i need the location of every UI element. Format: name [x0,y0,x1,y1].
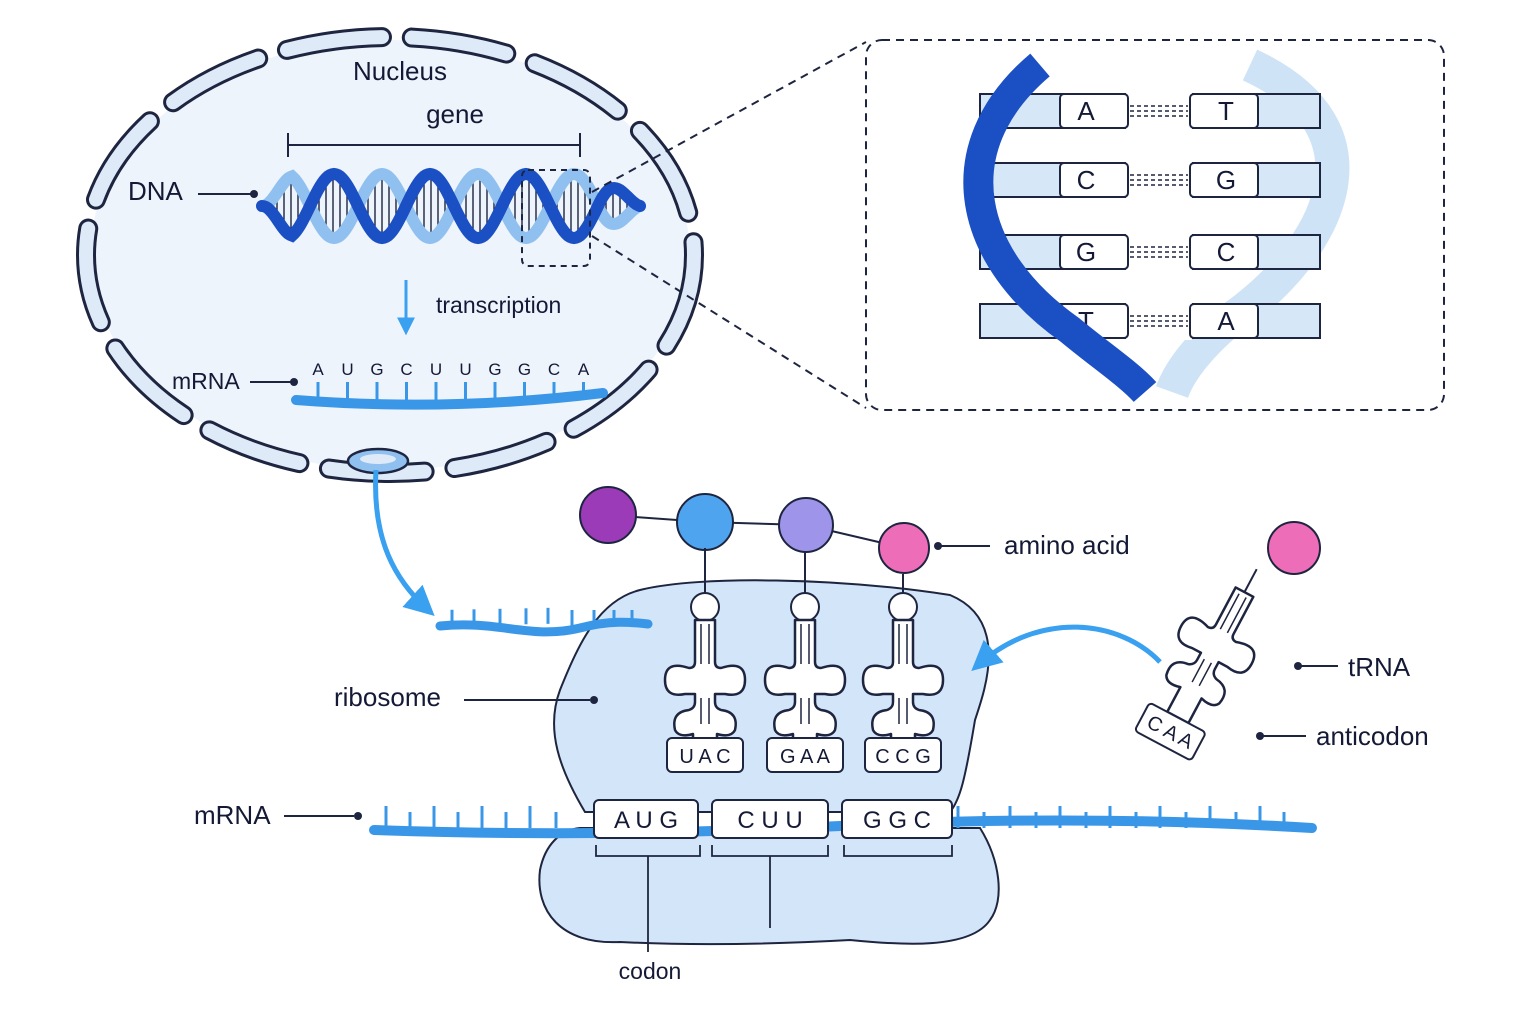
transcription-label: transcription [436,292,561,318]
ribosome-leader-line [464,696,598,704]
codon-text: C U U [737,807,802,834]
codon-label: codon [619,958,682,984]
base-letter-right: C [1217,237,1236,267]
amino-acid [778,497,834,553]
nucleus-label: Nucleus [353,56,447,86]
dna-leader-line [198,190,258,198]
mrna-label-bottom: mRNA [194,800,271,830]
codon-box [841,799,953,839]
codon-box [711,799,829,839]
export-arrow [373,469,435,617]
amino-acid [676,493,734,551]
ribosome-small-subunit [538,827,1000,946]
mrna-base-letter: A [578,360,590,379]
mrna-base-letter: G [518,360,531,379]
codon-text: A U G [614,807,678,834]
trna: U A C [663,548,747,773]
amino-acid [579,486,637,544]
ribosome-label: ribosome [334,682,441,712]
mrna-label-top: mRNA [172,368,240,394]
gene-label: gene [426,99,484,129]
mrna-base-letter: A [312,360,324,379]
anticodon-box [666,737,744,773]
mrna-base-letter: G [488,360,501,379]
base-box-right [1189,303,1259,339]
mrna-base-letter: U [341,360,353,379]
base-box-right [1189,234,1259,270]
codon-brackets [595,845,953,952]
trna: C C G [861,574,945,773]
trna-incoming-arrow [971,624,1162,671]
ribosome-large-subunit [553,579,990,813]
amino-acid [878,522,930,574]
base-box-right [1189,162,1259,198]
gene-bracket [287,133,581,157]
incoming-trna: C A A [1134,568,1282,761]
base-box-left [1059,162,1129,198]
mrna-base-letter: U [430,360,442,379]
anticodon-box [864,737,942,773]
zoom-selection-box [521,169,591,267]
base-letter-left: G [1076,237,1096,267]
mrna-leader-line-top [250,378,298,386]
mrna-strand-bottom [369,806,1317,839]
anticodon-text: C C G [875,746,931,768]
anticodon-label: anticodon [1316,721,1429,751]
base-box-left [1059,234,1129,270]
base-letter-right: G [1216,165,1236,195]
mrna-base-letter: U [459,360,471,379]
nucleus-interior [90,40,690,470]
trna: G A A [763,551,847,773]
nucleus: Nucleus gene DNA transcription mRNA [76,27,704,483]
anticodon-text: U A C [679,746,730,768]
amino-acid-leader-line [934,542,990,550]
mrna-base-letter: C [548,360,560,379]
base-box-left [1059,93,1129,129]
codon-box [593,799,699,839]
mrna-base-letter: G [370,360,383,379]
base-box-right [1189,93,1259,129]
mrna-leader-line-bottom [284,812,362,820]
base-letter-left: C [1077,165,1096,195]
mrna-fragment [435,607,653,637]
base-letter-right: A [1217,306,1235,336]
anticodon-text: G A A [780,746,831,768]
trna-label: tRNA [1348,652,1411,682]
anticodon-box [766,737,844,773]
base-letter-right: T [1218,96,1234,126]
trna-leader-line [1294,662,1338,670]
anticodon-leader-line [1256,732,1306,740]
mrna-base-letter: C [400,360,412,379]
amino-acid-chain [579,486,930,574]
dna-label: DNA [128,176,184,206]
amino-acid-label: amino acid [1004,530,1130,560]
codon-text: G G C [863,807,931,834]
base-letter-left: A [1077,96,1095,126]
incoming-amino-acid [1267,521,1321,575]
